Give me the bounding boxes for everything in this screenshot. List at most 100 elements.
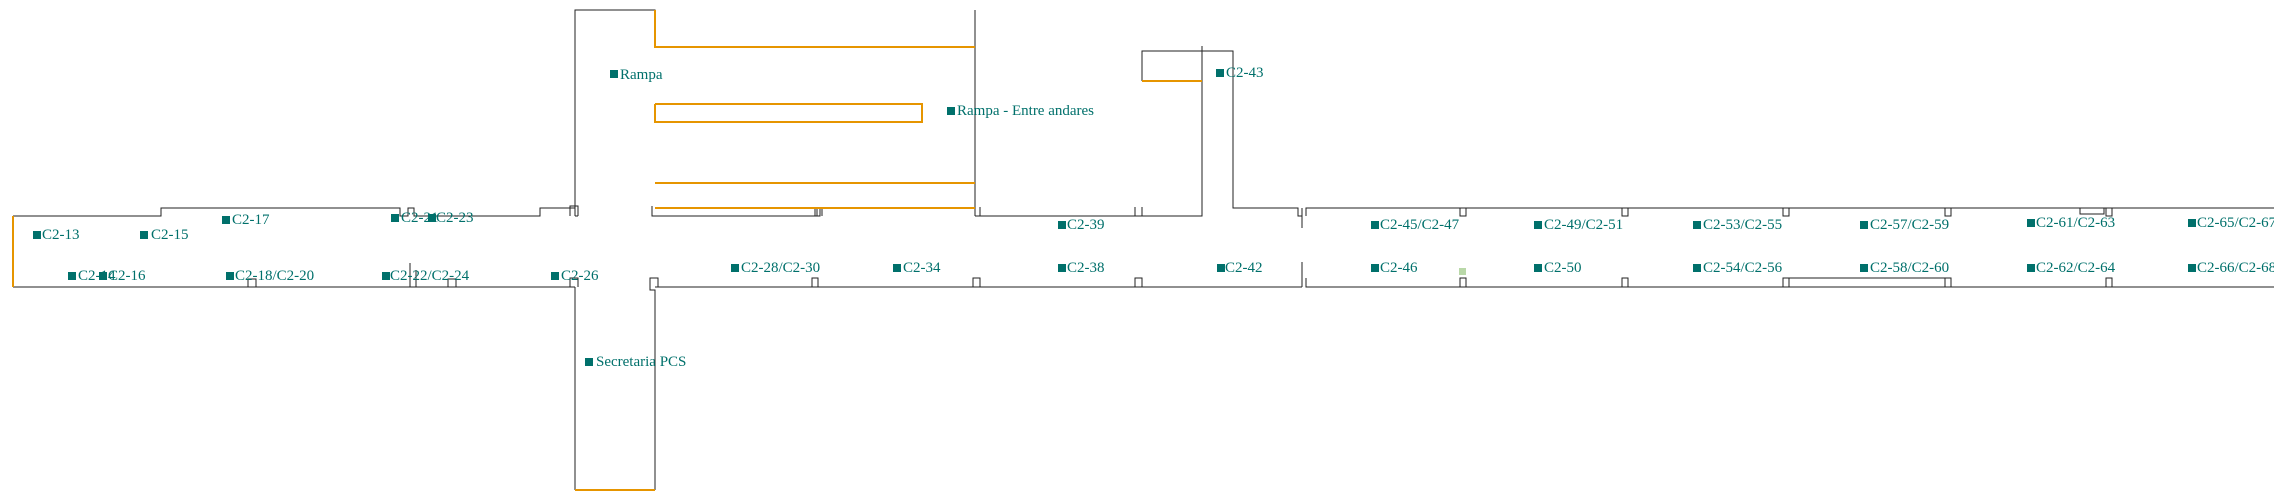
wall-segment <box>1944 277 1952 287</box>
wall-segment <box>972 277 981 287</box>
wall-segment <box>2105 277 2113 287</box>
square-marker-icon <box>731 264 739 272</box>
wall-segment <box>1782 208 1790 217</box>
square-marker-icon <box>1860 264 1868 272</box>
square-marker-icon <box>2027 219 2035 227</box>
wall-segment <box>569 277 579 287</box>
square-marker-icon <box>1534 221 1542 229</box>
room-marker-c2-39[interactable]: C2-39 <box>1058 217 1105 233</box>
square-marker-icon <box>1693 221 1701 229</box>
left-wing-top-wall <box>13 207 576 217</box>
room-label-c2-53-c2-55: C2-53/C2-55 <box>1703 217 1782 233</box>
square-marker-icon <box>140 231 148 239</box>
room-marker-rampa[interactable]: Rampa <box>610 67 663 83</box>
wall-segment <box>569 205 579 216</box>
room-marker-c2-22-c2-24[interactable]: C2-22/C2-24 <box>382 268 470 284</box>
room-marker-rampa-entre-andares[interactable]: Rampa - Entre andares <box>947 103 1094 119</box>
room-marker-c2-65-c2-67[interactable]: C2-65/C2-67 <box>2188 215 2274 231</box>
middle-room-wall <box>975 46 1203 217</box>
wall-segment <box>2105 208 2113 217</box>
square-marker-icon <box>610 70 618 78</box>
room-label-c2-26: C2-26 <box>561 268 599 284</box>
room-label-c2-28-c2-30: C2-28/C2-30 <box>741 260 820 276</box>
wall-segment <box>1459 277 1467 287</box>
wall-segment <box>1134 277 1143 287</box>
middle-corridor-top-wall <box>655 207 821 217</box>
room-marker-c2-61-c2-63[interactable]: C2-61/C2-63 <box>2027 215 2115 231</box>
square-marker-icon <box>68 272 76 280</box>
room-label-c2-23: C2-23 <box>436 210 474 226</box>
wall-segment <box>1944 208 1952 217</box>
room-marker-c2-62-c2-64[interactable]: C2-62/C2-64 <box>2027 260 2116 276</box>
room-label-c2-18-c2-20: C2-18/C2-20 <box>235 268 314 284</box>
room-marker-c2-23[interactable]: C2-23 <box>428 210 474 226</box>
room-label-c2-43: C2-43 <box>1226 65 1264 81</box>
room-label-c2-13: C2-13 <box>42 227 80 243</box>
room-marker-c2-38[interactable]: C2-38 <box>1058 260 1105 276</box>
room-marker-c2-57-c2-59[interactable]: C2-57/C2-59 <box>1860 217 1949 233</box>
room-marker-c2-42[interactable]: C2-42 <box>1217 260 1263 276</box>
room-marker-c2-54-c2-56[interactable]: C2-54/C2-56 <box>1693 260 1783 276</box>
square-marker-icon <box>391 214 399 222</box>
room-marker-c2-50[interactable]: C2-50 <box>1534 260 1582 276</box>
room-label-c2-62-c2-64: C2-62/C2-64 <box>2036 260 2116 276</box>
room-label-c2-50: C2-50 <box>1544 260 1582 276</box>
square-marker-icon <box>1216 69 1224 77</box>
wall-segment <box>1621 277 1629 287</box>
wall-segment <box>811 277 819 287</box>
room-marker-c2-66-c2-68[interactable]: C2-66/C2-68 <box>2188 260 2274 276</box>
square-marker-icon <box>1860 221 1868 229</box>
room-label-c2-38: C2-38 <box>1067 260 1105 276</box>
room-label-c2-46: C2-46 <box>1380 260 1418 276</box>
room-marker-c2-45-c2-47[interactable]: C2-45/C2-47 <box>1371 217 1460 233</box>
room-label-c2-39: C2-39 <box>1067 217 1105 233</box>
room-marker-c2-46[interactable]: C2-46 <box>1371 260 1418 276</box>
ramp-lines <box>11 10 1202 492</box>
square-marker-icon <box>33 231 41 239</box>
square-marker-icon <box>382 272 390 280</box>
room-label-c2-61-c2-63: C2-61/C2-63 <box>2036 215 2115 231</box>
square-marker-icon <box>1058 221 1066 229</box>
room-marker-c2-53-c2-55[interactable]: C2-53/C2-55 <box>1693 217 1782 233</box>
square-marker-icon <box>947 107 955 115</box>
room-label-c2-58-c2-60: C2-58/C2-60 <box>1870 260 1949 276</box>
room-marker-c2-18-c2-20[interactable]: C2-18/C2-20 <box>226 268 314 284</box>
room-labels: Rampa Rampa - Entre andares C2-43 Secret… <box>33 65 2274 370</box>
room-marker-secretaria-pcs[interactable]: Secretaria PCS <box>585 354 686 370</box>
room-marker-c2-49-c2-51[interactable]: C2-49/C2-51 <box>1534 217 1623 233</box>
square-marker-icon <box>99 272 107 280</box>
square-marker-icon <box>222 216 230 224</box>
room-label-c2-66-c2-68: C2-66/C2-68 <box>2197 260 2274 276</box>
room-label-c2-57-c2-59: C2-57/C2-59 <box>1870 217 1949 233</box>
wall-segment <box>2079 208 2105 215</box>
central-block-south-east-wall <box>649 277 659 490</box>
room-marker-c2-17[interactable]: C2-17 <box>222 212 270 228</box>
right-wing-top-wall <box>1305 207 2274 216</box>
right-wing-bottom-wall <box>1305 278 2274 288</box>
square-marker-icon <box>1058 264 1066 272</box>
central-block-north-wall <box>574 9 656 208</box>
room-label-rampa: Rampa <box>620 67 663 83</box>
room-marker-c2-13[interactable]: C2-13 <box>33 227 80 243</box>
room-marker-c2-28-c2-30[interactable]: C2-28/C2-30 <box>731 260 820 276</box>
room-marker-c2-26[interactable]: C2-26 <box>551 268 599 284</box>
room-marker-c2-43[interactable]: C2-43 <box>1216 65 1264 81</box>
square-marker-icon <box>2188 264 2196 272</box>
middle-ramp <box>653 102 924 124</box>
square-marker-icon <box>428 214 436 222</box>
room-c2-43-wall <box>1141 50 1302 217</box>
square-marker-icon <box>585 358 593 366</box>
square-marker-icon <box>1534 264 1542 272</box>
room-marker-c2-58-c2-60[interactable]: C2-58/C2-60 <box>1860 260 1949 276</box>
square-marker-icon <box>2188 219 2196 227</box>
room-marker-c2-15[interactable]: C2-15 <box>140 227 189 243</box>
room-label-secretaria-pcs: Secretaria PCS <box>596 354 686 370</box>
wall-segment <box>1621 208 1629 217</box>
faint-square-marker-icon <box>1459 268 1466 275</box>
room-label-rampa-entre-andares: Rampa - Entre andares <box>957 103 1094 119</box>
room-marker-c2-34[interactable]: C2-34 <box>893 260 941 276</box>
room-label-c2-65-c2-67: C2-65/C2-67 <box>2197 215 2274 231</box>
room-label-c2-16: C2-16 <box>108 268 146 284</box>
room-marker-c2-16[interactable]: C2-16 <box>99 268 146 284</box>
